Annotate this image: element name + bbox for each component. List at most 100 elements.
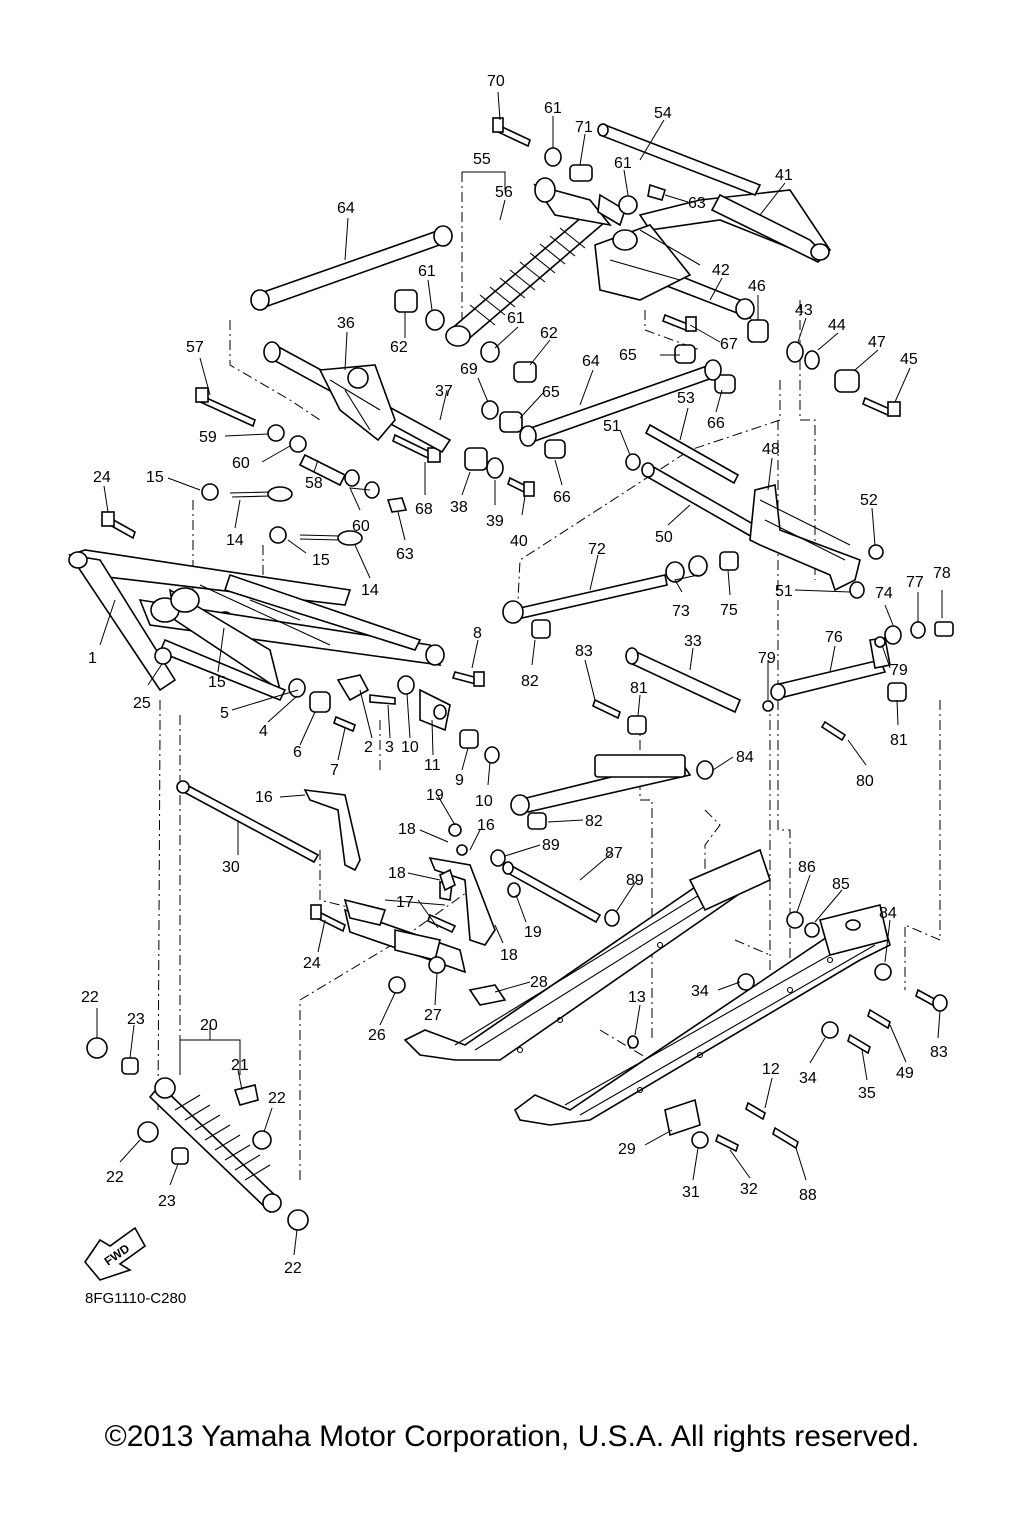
callout: 71	[575, 119, 593, 136]
callout: 66	[553, 489, 571, 506]
callout: 34	[799, 1070, 817, 1087]
callout: 60	[352, 518, 370, 535]
rear-arm-assembly	[594, 189, 832, 320]
callout: 16	[255, 789, 273, 806]
callout: 10	[401, 739, 419, 756]
callout-labels: 70 61 71 54 55 56 61 63 41 64 61 42 46 4…	[81, 73, 951, 1277]
callout: 72	[588, 541, 606, 558]
callout: 16	[477, 817, 495, 834]
callout: 24	[303, 955, 321, 972]
callout: 85	[832, 876, 850, 893]
callout: 37	[435, 383, 453, 400]
callout: 84	[879, 905, 897, 922]
callout: 19	[426, 787, 444, 804]
callout: 79	[890, 662, 908, 679]
callout: 63	[688, 195, 706, 212]
callout: 88	[799, 1187, 817, 1204]
callout: 65	[619, 347, 637, 364]
callout: 43	[795, 302, 813, 319]
callout: 40	[510, 533, 528, 550]
front-arm-frame	[68, 549, 445, 702]
callout: 48	[762, 441, 780, 458]
callout: 83	[575, 643, 593, 660]
callout: 74	[875, 585, 893, 602]
callout: 22	[268, 1090, 286, 1107]
hardware	[101, 117, 901, 629]
callout: 31	[682, 1184, 700, 1201]
callout: 55	[473, 151, 491, 168]
callout: 3	[385, 739, 394, 756]
callout: 33	[684, 633, 702, 650]
shafts	[176, 551, 954, 927]
callout: 69	[460, 361, 478, 378]
callout: 2	[364, 739, 373, 756]
callout: 82	[585, 813, 603, 830]
callout: 24	[93, 469, 111, 486]
callout: 62	[390, 339, 408, 356]
callout: 63	[396, 546, 414, 563]
callout: 81	[890, 732, 908, 749]
callout: 61	[507, 310, 525, 327]
callout: 82	[521, 673, 539, 690]
callout: 6	[293, 744, 302, 761]
callout: 41	[775, 167, 793, 184]
callout: 50	[655, 529, 673, 546]
callout: 67	[720, 336, 738, 353]
callout: 87	[605, 845, 623, 862]
callout: 58	[305, 475, 323, 492]
callout: 18	[388, 865, 406, 882]
callout: 36	[337, 315, 355, 332]
callout: 51	[603, 418, 621, 435]
callout: 11	[424, 757, 441, 774]
callout: 79	[758, 650, 776, 667]
callout: 61	[614, 155, 632, 172]
callout: 61	[418, 263, 436, 280]
callout: 77	[906, 574, 924, 591]
callout: 21	[231, 1057, 249, 1074]
callout: 15	[208, 674, 226, 691]
callout: 84	[736, 749, 754, 766]
fwd-arrow-icon: FWD	[83, 1226, 147, 1281]
callout: 23	[158, 1193, 176, 1210]
callout: 53	[677, 390, 695, 407]
callout: 22	[81, 989, 99, 1006]
leader-lines	[96, 91, 943, 1256]
callout: 28	[530, 974, 548, 991]
callout: 60	[232, 455, 250, 472]
callout: 62	[540, 325, 558, 342]
callout: 17	[396, 894, 414, 911]
callout: 51	[775, 583, 793, 600]
callout: 10	[475, 793, 493, 810]
upper-links	[250, 225, 722, 454]
callout: 15	[146, 469, 164, 486]
slide-rails	[403, 848, 948, 1153]
callout: 61	[544, 100, 562, 117]
callout: 19	[524, 924, 542, 941]
callout: 13	[628, 989, 646, 1006]
callout: 70	[487, 73, 505, 90]
callout: 80	[856, 773, 874, 790]
callout: 34	[691, 983, 709, 1000]
callout: 45	[900, 351, 918, 368]
callout: 89	[542, 837, 560, 854]
callout: 49	[896, 1065, 914, 1082]
callout: 27	[424, 1007, 442, 1024]
callout: 81	[630, 680, 648, 697]
callout: 44	[828, 317, 846, 334]
callout: 64	[582, 353, 600, 370]
callout: 75	[720, 602, 738, 619]
front-shock-55	[445, 177, 626, 347]
lower-rear-arm	[310, 898, 507, 1006]
callout: 73	[672, 603, 690, 620]
callout: 20	[200, 1017, 218, 1034]
callout: 14	[226, 532, 244, 549]
callout: 47	[868, 334, 886, 351]
callout: 76	[825, 629, 843, 646]
rear-shock-20	[86, 1037, 309, 1231]
callout: 22	[284, 1260, 302, 1277]
callout: 86	[798, 859, 816, 876]
callout: 7	[330, 762, 339, 779]
callout: 29	[618, 1141, 636, 1158]
callout: 83	[930, 1044, 948, 1061]
